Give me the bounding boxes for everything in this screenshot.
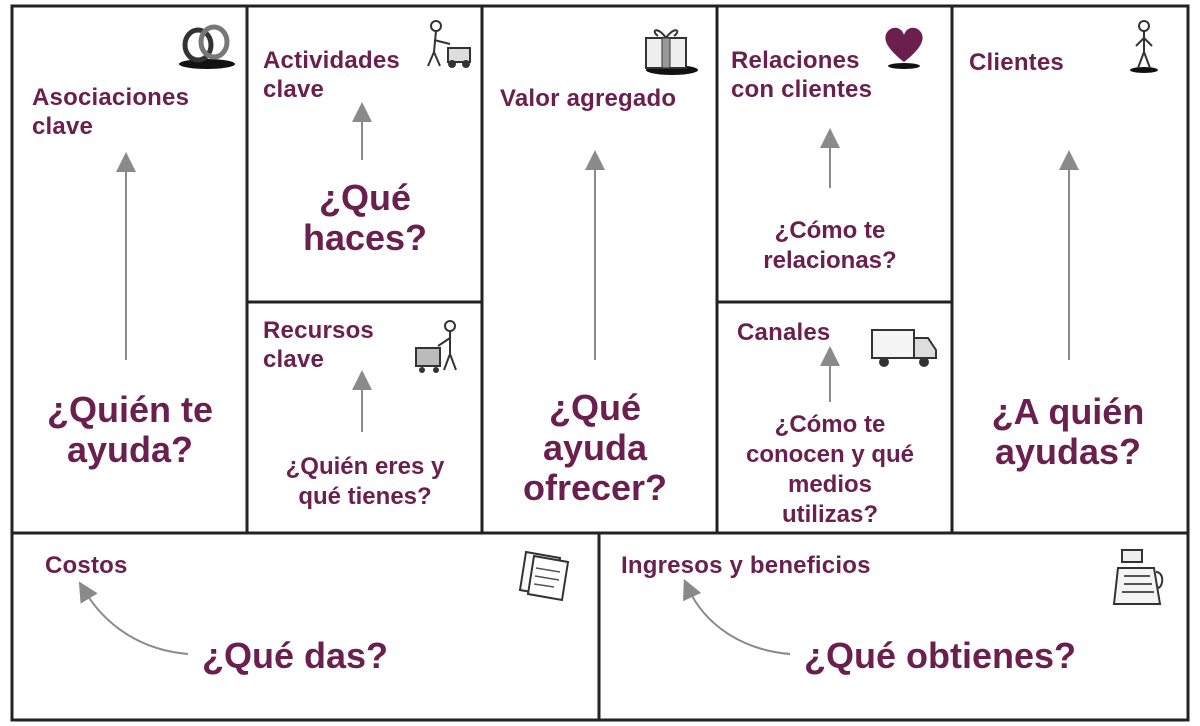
arrow-ingresos	[683, 578, 791, 655]
costos-question: ¿Qué das?	[201, 635, 389, 676]
arrow-costos	[78, 581, 189, 655]
rings-icon	[179, 24, 235, 69]
person-with-cart-icon	[415, 320, 457, 373]
recursos-title: Recursos clave	[263, 317, 374, 373]
relaciones-question: ¿Cómo te relacionas?	[763, 217, 897, 274]
asociaciones-question: ¿Quién te ayuda?	[46, 389, 213, 470]
recursos-question: ¿Quién eres y qué tienes?	[285, 453, 445, 510]
asociaciones-title: Asociaciones clave	[32, 84, 190, 140]
standing-person-icon	[1130, 20, 1158, 73]
ingresos-question: ¿Qué obtienes?	[803, 635, 1077, 676]
cash-register-icon	[1112, 549, 1164, 605]
worker-lawnmower-icon	[427, 20, 471, 68]
heart-icon	[885, 27, 923, 69]
truck-icon	[871, 329, 937, 367]
actividades-question: ¿Qué haces?	[302, 177, 428, 258]
gift-box-icon	[645, 29, 698, 75]
clientes-question: ¿A quién ayudas?	[991, 391, 1145, 472]
ingresos-title: Ingresos y beneficios	[621, 552, 871, 579]
canales-question: ¿Cómo te conocen y qué medios utilizas?	[745, 411, 915, 528]
actividades-title: Actividades clave	[263, 47, 400, 103]
valor-title: Valor agregado	[500, 85, 677, 112]
canales-title: Canales	[737, 319, 831, 346]
valor-question: ¿Qué ayuda ofrecer?	[522, 387, 668, 508]
clientes-title: Clientes	[969, 49, 1064, 76]
costos-title: Costos	[45, 552, 128, 579]
relaciones-title: Relaciones con clientes	[731, 47, 873, 103]
receipts-icon	[518, 550, 570, 602]
